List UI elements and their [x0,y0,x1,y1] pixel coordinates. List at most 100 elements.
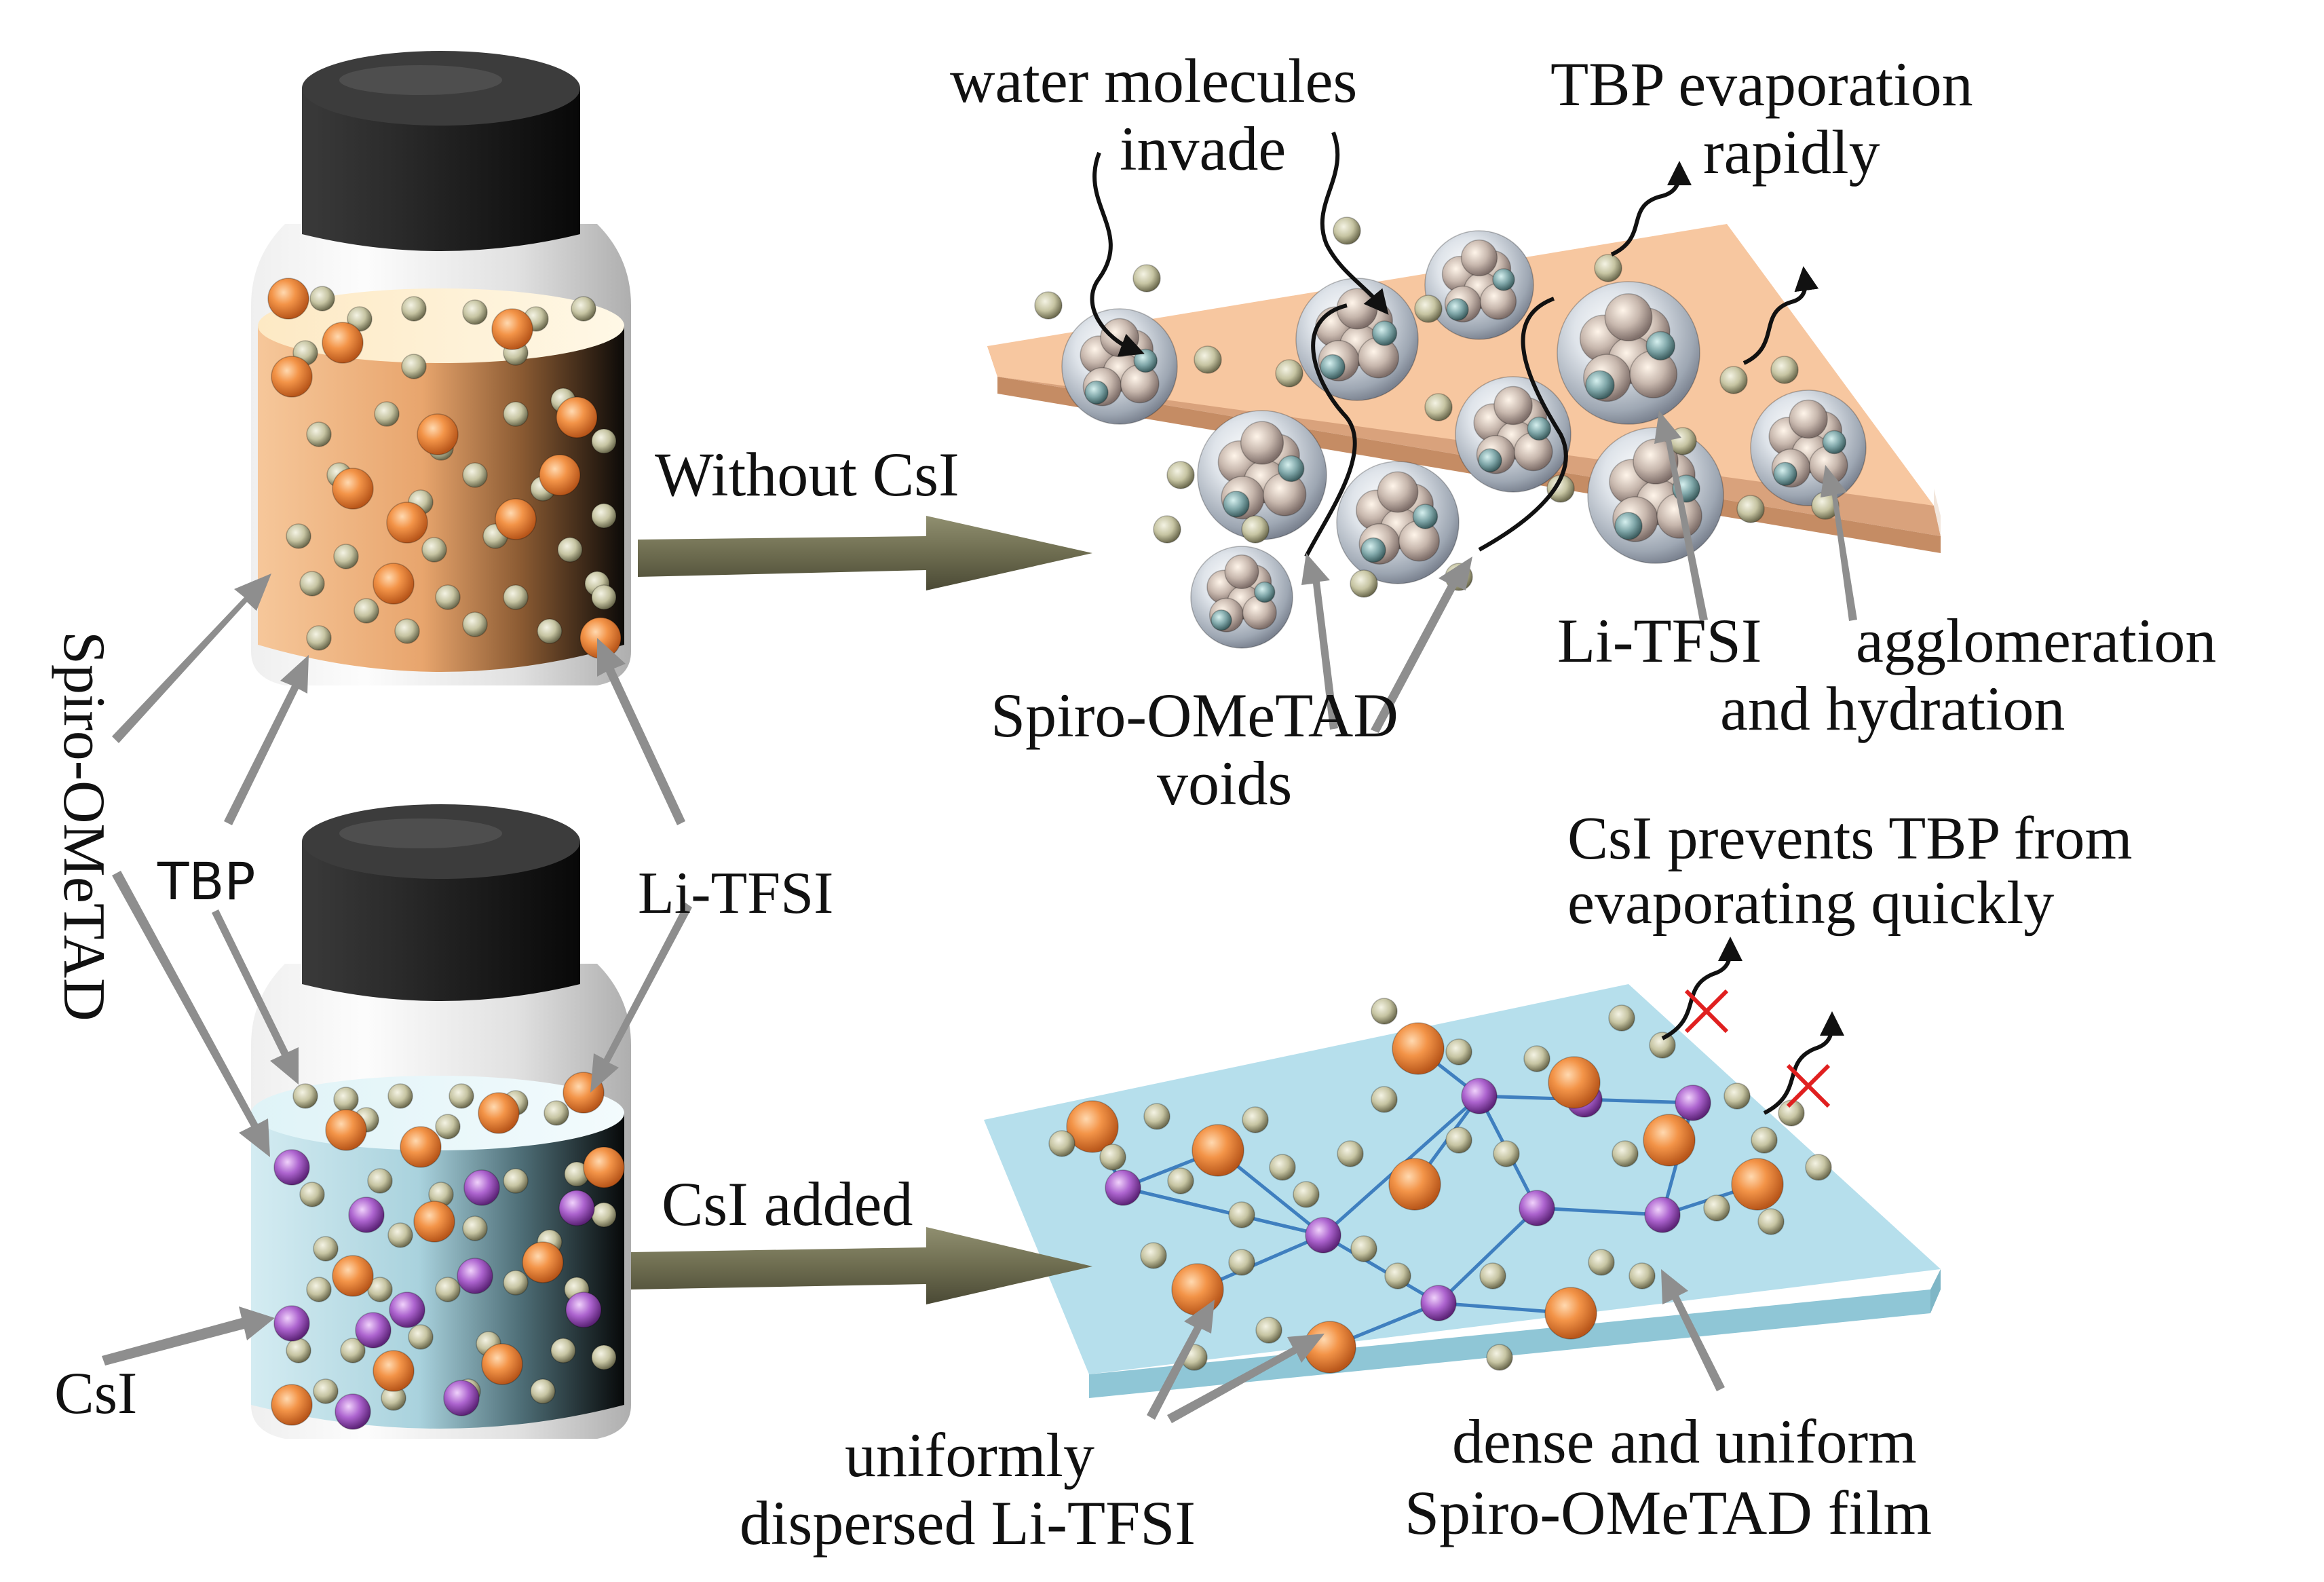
li-tfsi-particle [1066,1100,1119,1153]
li-tfsi-particle [495,498,537,540]
tbp-particle [1034,291,1063,320]
li-tfsi-particle [583,1146,625,1188]
li-tfsi-particle [373,1350,415,1392]
bottle-2-particles [271,1072,625,1430]
cross-icon [1786,1063,1831,1108]
li-tfsi-particle [1544,1287,1597,1340]
blocked-arrow-1 [1661,937,1742,1040]
csi-particle [355,1312,392,1349]
li-tfsi-particle [400,1126,442,1168]
tbp-particle [1275,359,1303,388]
arrow-csi-added [631,1227,1092,1304]
csi-particle [273,1305,310,1342]
tbp-particle [1293,1181,1320,1208]
tbp-particle [591,1202,617,1228]
water-molecule [1822,430,1846,455]
label-tbp-evap-2: rapidly [1703,117,1880,187]
tbp-particle [347,306,373,332]
tbp-particle [462,299,488,325]
tbp-particle [1445,1038,1472,1066]
network-link [1122,1186,1324,1237]
tbp-particle [537,618,563,644]
tbp-particle [1445,1127,1472,1154]
tbp-particle [591,1344,617,1370]
li-tfsi-particle [1192,1124,1244,1177]
tbp-particle [340,1338,366,1363]
label-without-csi: Without CsI [655,440,959,509]
li-tfsi-particle [1171,1263,1224,1316]
tbp-particle [387,1083,413,1109]
li-tfsi-particle [522,1241,564,1283]
cross-icon [1684,989,1729,1034]
tbp-particle [299,571,325,597]
tbp-particle [449,1083,474,1109]
csi-particle [1519,1190,1555,1226]
tbp-particle [394,618,420,644]
csi-particle [457,1258,493,1294]
spiro-molecule [1377,471,1419,513]
label-li-tfsi-left: Li-TFSI [638,861,833,926]
void-line [1304,303,1357,558]
spiro-molecule [1493,385,1533,426]
tbp-particle [1228,1201,1255,1228]
tbp-particle [1153,515,1181,544]
tbp-particle [313,1236,339,1262]
tbp-particle [1479,1262,1506,1289]
water-molecule [1446,298,1469,321]
spiro-molecule [1224,554,1259,589]
label-tbp: TBP [157,851,255,911]
tbp-particle [387,1222,413,1248]
curly-arrows [1090,131,1844,1115]
bottle-1-particles [267,278,622,659]
csi-particle [443,1380,480,1416]
water-arrow-2 [1320,131,1389,315]
label-prevent-2: evaporating quickly [1567,869,2054,937]
film-2-particles [1048,998,1832,1374]
bottle-cap [302,842,580,1001]
label-prevent-1: CsI prevents TBP from [1567,805,2132,872]
block-crosses [1684,989,1831,1108]
li-tfsi-particle [1731,1158,1784,1211]
water-molecule [1773,462,1797,486]
csi-particle [1461,1078,1498,1114]
tbp-particle [1350,1235,1377,1262]
tbp-particle [571,296,596,322]
tbp-particle [1167,1167,1194,1194]
csi-particle [389,1292,425,1328]
tbp-particle [530,1378,556,1404]
li-tfsi-particle [1388,1158,1441,1211]
csi-particle [565,1292,602,1328]
tbp-particle [286,1338,311,1363]
tbp-particle [1723,1082,1751,1110]
film-front-edge [1089,1289,1930,1398]
tbp-particle [550,1338,576,1363]
tbp-particle [333,544,359,569]
li-tfsi-particle [556,396,598,438]
spiro-molecule [1240,421,1284,465]
label-spiro-vertical: Spiro-OMeTAD [51,631,117,1021]
tbp-particle [435,1114,461,1140]
li-tfsi-particle [478,1092,520,1134]
li-tfsi-particle [539,454,581,496]
tbp-particle [1350,569,1378,598]
csi-particle [335,1393,371,1430]
label-dense-1: dense and uniform [1452,1407,1917,1476]
spiro-molecule [1604,293,1653,341]
label-spiro-voids-1: Spiro-OMeTAD [991,681,1398,750]
label-uniform-1: uniformly [845,1420,1094,1490]
tbp-particle [1608,1004,1635,1032]
tbp-particle [462,1216,488,1241]
water-molecule [1412,504,1439,529]
film-surface [987,224,1934,506]
tbp-particle [1757,1208,1785,1235]
tbp-particle [503,1168,529,1194]
tbp-particle [1523,1045,1550,1072]
tbp-particle [1588,1249,1615,1276]
li-tfsi-particle [417,413,459,455]
li-tfsi-particle [413,1201,455,1243]
tbp-particle [1612,1140,1639,1167]
li-tfsi-particle [373,563,415,605]
tbp-particle [292,1083,318,1109]
tbp-particle [503,401,529,427]
